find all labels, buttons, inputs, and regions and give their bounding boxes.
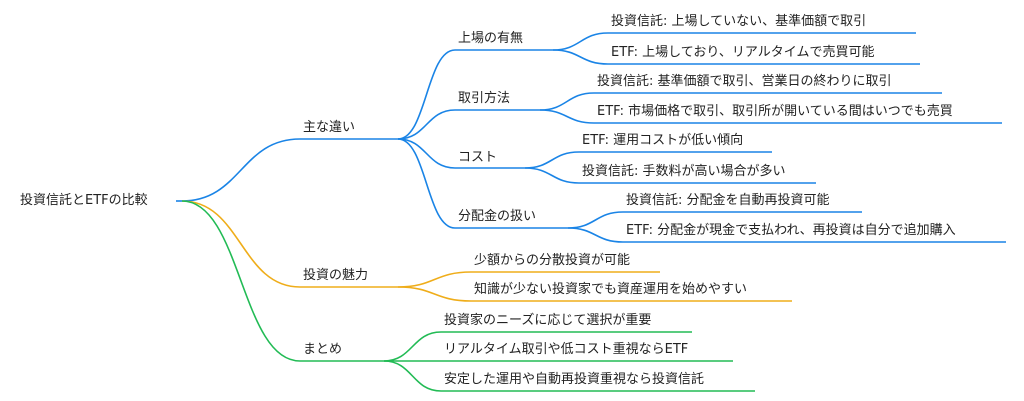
branch-investment-appeal[interactable]: 投資の魅力 xyxy=(303,268,369,283)
edge-summary-needs xyxy=(383,331,442,362)
edge-listing-etf xyxy=(552,49,609,65)
leaf-listing-fund[interactable]: 投資信託: 上場していない、基準価額で取引 xyxy=(611,14,867,29)
leaf-appeal-beginners[interactable]: 知識が少ない投資家でも資産運用を始めやすい xyxy=(474,282,748,297)
edge-trading-fund xyxy=(539,92,595,111)
edge-summary-fund xyxy=(383,360,442,392)
edge-trading-etf xyxy=(539,109,595,124)
edge-appeal-beginners xyxy=(397,286,472,302)
leaf-appeal-small-amount[interactable]: 少額からの分散投資が可能 xyxy=(474,253,631,268)
edge-cost-etf xyxy=(524,151,580,169)
edge-main-listing xyxy=(397,49,456,140)
leaf-trading-fund[interactable]: 投資信託: 基準価額で取引、営業日の終わりに取引 xyxy=(597,74,892,89)
leaf-summary-needs[interactable]: 投資家のニーズに応じて選択が重要 xyxy=(444,313,652,328)
leaf-summary-fund[interactable]: 安定した運用や自動再投資重視なら投資信託 xyxy=(444,372,705,387)
leaf-cost-etf[interactable]: ETF: 運用コストが低い傾向 xyxy=(582,133,744,148)
topic-distributions[interactable]: 分配金の扱い xyxy=(458,209,537,224)
topic-listing[interactable]: 上場の有無 xyxy=(458,31,524,46)
leaf-trading-etf[interactable]: ETF: 市場価格で取引、取引所が開いている間はいつでも売買 xyxy=(597,104,953,119)
branch-main-differences[interactable]: 主な違い xyxy=(303,120,356,135)
edge-root-main xyxy=(181,138,301,202)
branch-summary[interactable]: まとめ xyxy=(303,342,343,357)
edge-main-cost xyxy=(397,138,456,169)
leaf-distribution-etf[interactable]: ETF: 分配金が現金で支払われ、再投資は自分で追加購入 xyxy=(626,223,956,238)
edge-root-appeal xyxy=(181,200,301,288)
leaf-summary-etf[interactable]: リアルタイム取引や低コスト重視ならETF xyxy=(444,342,689,357)
topic-cost[interactable]: コスト xyxy=(458,150,498,165)
edge-listing-fund xyxy=(552,32,609,51)
topic-trading-method[interactable]: 取引方法 xyxy=(458,91,511,106)
leaf-distribution-fund[interactable]: 投資信託: 分配金を自動再投資可能 xyxy=(626,193,830,208)
root-topic[interactable]: 投資信託とETFの比較 xyxy=(20,193,148,208)
edge-appeal-small xyxy=(397,271,472,288)
edge-main-trading xyxy=(397,109,456,140)
edge-distribution-etf xyxy=(567,227,624,243)
leaf-cost-fund[interactable]: 投資信託: 手数料が高い場合が多い xyxy=(582,164,786,179)
leaf-listing-etf[interactable]: ETF: 上場しており、リアルタイムで売買可能 xyxy=(611,45,875,60)
edge-cost-fund xyxy=(524,167,580,184)
edge-root-summary xyxy=(181,200,301,362)
edge-main-distribution xyxy=(397,138,456,229)
edge-distribution-fund xyxy=(567,211,624,229)
